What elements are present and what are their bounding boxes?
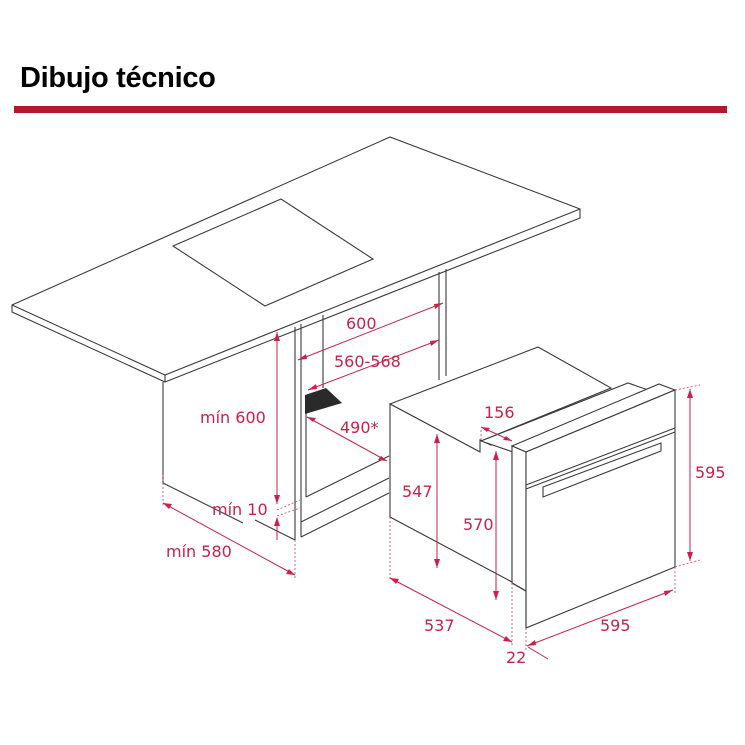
cabinet bbox=[162, 269, 447, 541]
dim-front-body-height: 570 bbox=[463, 515, 494, 534]
dim-cabinet-depth: mín 580 bbox=[166, 542, 232, 561]
dim-cabinet-width: 600 bbox=[346, 314, 377, 333]
countertop bbox=[11, 136, 581, 383]
dim-total-height: 595 bbox=[695, 463, 726, 482]
dim-cabinet-inner-width: 560-568 bbox=[334, 352, 401, 371]
dim-cabinet-height: mín 600 bbox=[200, 408, 266, 427]
dim-gap-min: mín 10 bbox=[212, 500, 268, 519]
dim-front-width: 595 bbox=[600, 616, 631, 635]
dim-body-height: 547 bbox=[402, 482, 433, 501]
title-divider bbox=[14, 106, 727, 113]
dim-rear-step: 156 bbox=[484, 403, 515, 422]
page-title: Dibujo técnico bbox=[20, 62, 216, 94]
dim-body-depth: 537 bbox=[424, 616, 455, 635]
dim-vent-depth: 490* bbox=[340, 418, 379, 437]
dim-front-panel-thickness: 22 bbox=[506, 648, 527, 667]
hob-cutout bbox=[171, 198, 375, 307]
dimension-lines bbox=[162, 302, 701, 660]
oven-handle bbox=[542, 442, 662, 498]
oven bbox=[388, 346, 677, 629]
vent-slot bbox=[305, 388, 342, 414]
